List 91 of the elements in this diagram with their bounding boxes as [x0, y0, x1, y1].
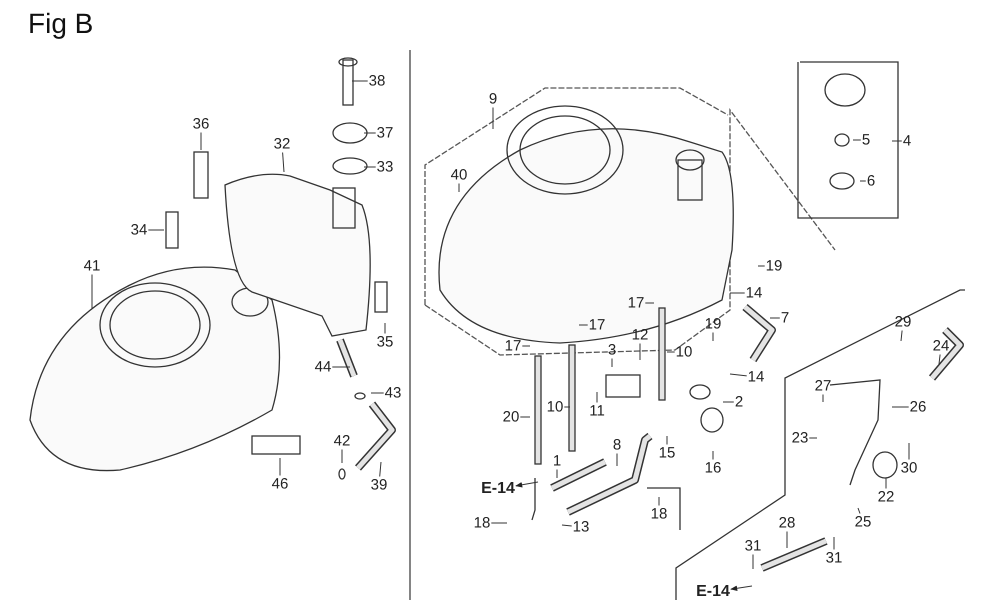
callout-number: 18 [650, 506, 668, 522]
callout-number: 27 [814, 378, 832, 394]
leader-line [892, 140, 902, 142]
leader-line [786, 531, 788, 548]
arrow [515, 482, 538, 488]
callout-number: 10 [546, 398, 564, 416]
leader-line [562, 524, 572, 526]
callout-number: 4 [902, 132, 912, 150]
callout-number: 5 [860, 132, 872, 148]
callout-number: 14 [746, 368, 766, 386]
leader-line [352, 80, 368, 82]
leader-line [908, 442, 910, 460]
arrow [730, 585, 752, 592]
leader-line [556, 469, 558, 478]
callout-number: 15 [658, 444, 676, 462]
leader-line [616, 453, 618, 466]
callout-number: 34 [130, 222, 148, 238]
leader-line [712, 450, 714, 460]
callout-number: 33 [376, 158, 394, 176]
leader-line [900, 330, 903, 342]
callout-number: 29 [894, 314, 912, 330]
callout-number: 19 [764, 258, 784, 274]
callout-number: 43 [384, 384, 402, 402]
callout-number: 44 [314, 358, 332, 376]
callout-number: 17 [588, 316, 606, 334]
leader-line [666, 436, 668, 445]
reference-label: E-14 [480, 480, 516, 498]
callout-number: 12 [630, 326, 650, 344]
leader-line [730, 374, 748, 376]
callout-number: 17 [504, 338, 522, 354]
leader-line [860, 180, 866, 182]
callout-number: 20 [502, 408, 520, 426]
callout-number: 6 [866, 172, 876, 190]
callout-number: 37 [376, 124, 394, 142]
callout-number: 22 [876, 488, 896, 506]
leader-line [564, 406, 570, 408]
leader-line [858, 508, 860, 514]
leader-line [364, 166, 376, 168]
callout-number: 8 [612, 436, 622, 454]
callout-number: 14 [744, 284, 764, 302]
callout-number: 25 [854, 514, 872, 530]
leader-line [282, 152, 284, 172]
leader-line [596, 392, 598, 403]
callout-number: 13 [572, 518, 590, 536]
callout-number: 35 [376, 334, 394, 350]
callout-number: 41 [82, 258, 102, 274]
callout-number: 31 [824, 550, 844, 566]
callout-number: 31 [744, 538, 762, 554]
leader-line [822, 394, 824, 402]
leader-line [332, 366, 350, 368]
callout-number: 42 [332, 432, 352, 450]
callout-number: 16 [704, 460, 722, 476]
callout-number: 36 [192, 116, 210, 132]
leader-line [490, 522, 508, 524]
callout-number: 17 [626, 294, 646, 312]
callout-number: 1 [552, 452, 562, 470]
callout-number: 23 [790, 430, 810, 446]
leader-line [384, 322, 386, 334]
callout-number: 10 [674, 344, 694, 360]
leader-line [458, 183, 460, 192]
leader-line [892, 406, 910, 408]
callout-number: 2 [734, 394, 744, 410]
callout-number: 7 [780, 310, 790, 326]
callout-number: 11 [588, 402, 606, 420]
callout-number: 39 [370, 476, 388, 494]
leader-line [520, 416, 530, 418]
leader-line [658, 496, 660, 506]
callout-number: 46 [270, 476, 290, 492]
callout-number: 38 [368, 72, 386, 90]
callout-number: 24 [932, 338, 950, 354]
leader-line [364, 132, 376, 134]
leader-line [730, 292, 746, 294]
callout-number: 19 [704, 316, 722, 332]
callout-number: 9 [488, 90, 498, 108]
leader-line [712, 332, 714, 342]
callout-number: 28 [778, 514, 796, 532]
leader-line [938, 354, 941, 364]
figure-title: Fig B [28, 8, 94, 40]
reference-label: E-14 [695, 583, 731, 601]
leader-line [644, 302, 654, 304]
leader-line [578, 324, 588, 326]
callout-number: 40 [450, 166, 468, 184]
leader-line [492, 107, 494, 130]
callout-number: 26 [908, 398, 928, 416]
leader-line [752, 554, 754, 570]
callout-number: 30 [900, 460, 918, 476]
callout-number: 32 [272, 136, 292, 152]
leader-line [370, 392, 384, 394]
leader-line [379, 462, 382, 477]
callout-number: 18 [472, 514, 492, 532]
leader-line [200, 132, 202, 150]
